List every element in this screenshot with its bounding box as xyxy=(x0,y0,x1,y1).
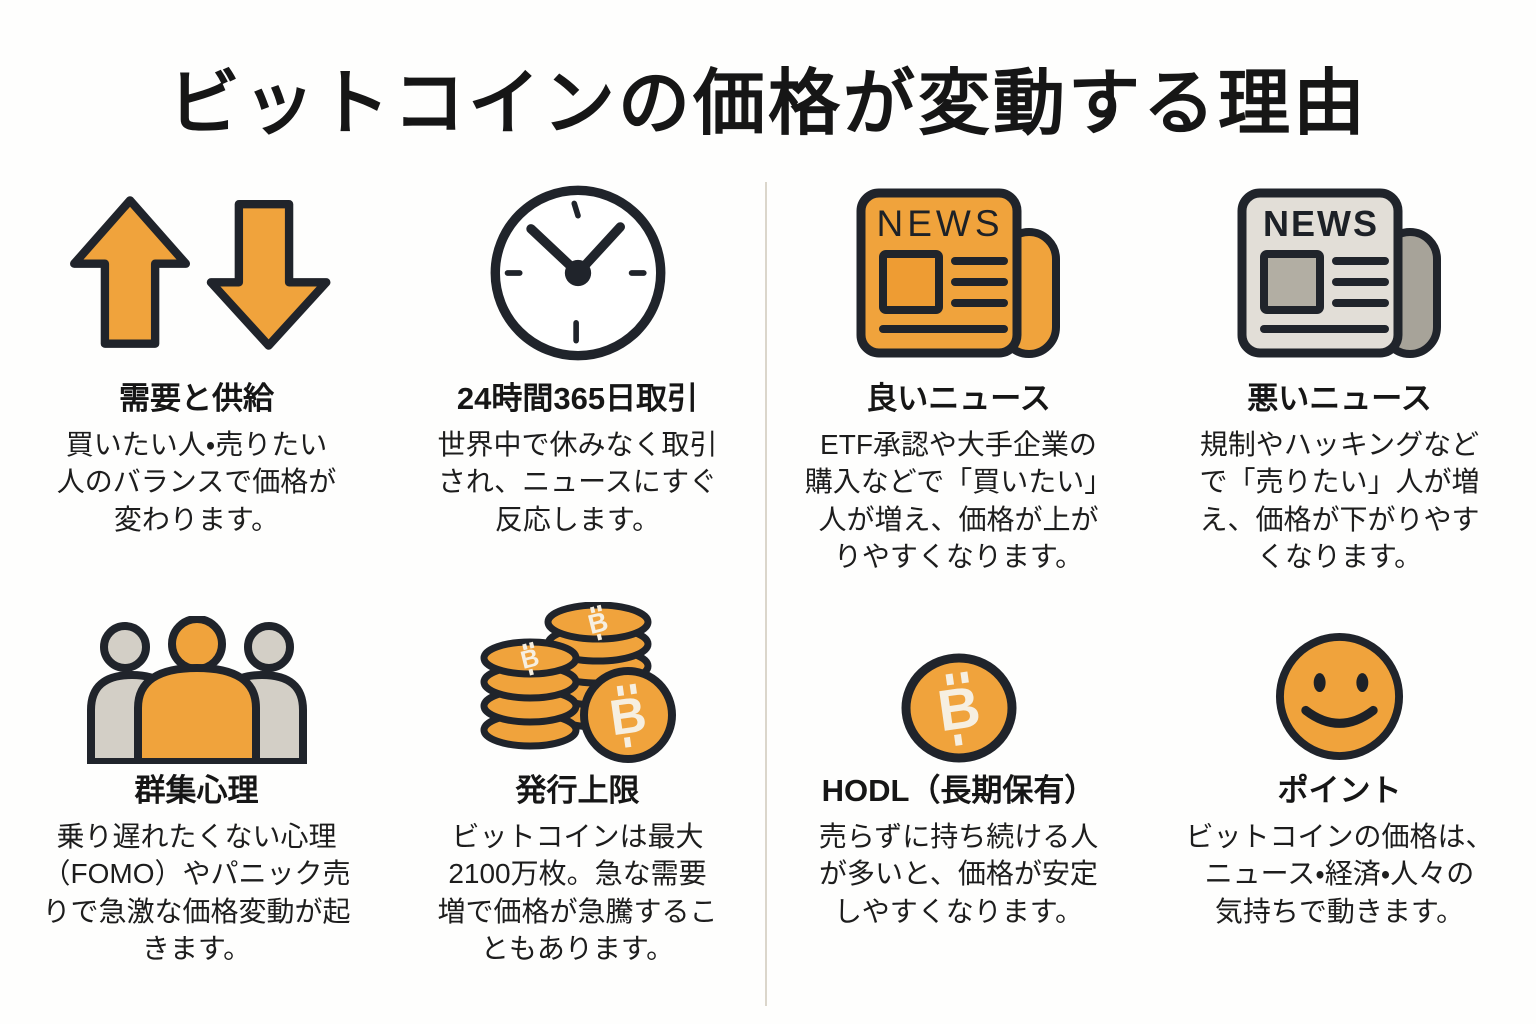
section-bad-news: NEWS 悪いニュース 規制やハッキングなど で「売りたい」人が増 え、価格が下… xyxy=(1149,178,1530,586)
bitcoin-b-glyph: B xyxy=(606,683,650,748)
section-body: ビットコインは最大 2100万枚。急な需要 増で価格が急騰するこ ともあります。 xyxy=(437,820,718,965)
section-trading-24-365: 24時間365日取引 世界中で休みなく取引 され、ニュースにすぐ 反応します。 xyxy=(387,178,768,586)
section-body: ETF承認や大手企業の 購入などで「買いたい」 人が増え、価格が上が りやすくな… xyxy=(804,428,1113,573)
section-heading: 需要と供給 xyxy=(119,381,274,416)
page-title: ビットコインの価格が変動する理由 xyxy=(167,64,1368,144)
bitcoin-coin-icon: B xyxy=(901,653,1016,763)
clock-icon xyxy=(490,185,665,361)
section-body: 買いたい人・売りたい 人のバランスで価格が 変わります。 xyxy=(56,428,337,535)
section-heading: 良いニュース xyxy=(866,381,1051,416)
up-down-arrows-icon xyxy=(69,196,330,350)
bitcoin-b-glyph: B xyxy=(933,671,984,746)
svg-text:B: B xyxy=(933,674,984,744)
section-good-news: NEWS 良いニュース ETF承認や大手企業の 購入などで「買いたい」 人が増え… xyxy=(768,178,1149,586)
section-hodl: B HODL（長期保有） 売らずに持ち続ける人 が多いと、価格が安定 しやすくな… xyxy=(768,586,1149,968)
section-herd-mentality: 群集心理 乗り遅れたくない心理 （FOMO）やパニック売 りで急激な価格変動が起… xyxy=(6,586,387,968)
icon-box: NEWS xyxy=(1237,178,1442,368)
svg-text:B: B xyxy=(606,686,650,746)
section-body: 規制やハッキングなど で「売りたい」人が増 え、価格が下がりやす くなります。 xyxy=(1199,428,1480,573)
icon-box xyxy=(57,178,337,368)
vertical-divider xyxy=(765,182,767,1006)
section-heading: 発行上限 xyxy=(515,773,640,808)
crowd-icon xyxy=(86,616,307,764)
section-body: ビットコインの価格は、 ニュース・経済・人々の 気持ちで動きます。 xyxy=(1185,820,1494,927)
section-heading: 群集心理 xyxy=(134,773,259,808)
section-body: 乗り遅れたくない心理 （FOMO）やパニック売 りで急激な価格変動が起 きます。 xyxy=(42,820,351,965)
news-label: NEWS xyxy=(1263,203,1379,244)
icon-box xyxy=(86,586,307,764)
icon-box: B B xyxy=(478,586,678,764)
smiley-face-icon xyxy=(1275,632,1403,761)
section-body: 世界中で休みなく取引 され、ニュースにすぐ 反応します。 xyxy=(437,428,718,535)
section-point: ポイント ビットコインの価格は、 ニュース・経済・人々の 気持ちで動きます。 xyxy=(1149,586,1530,968)
icon-box xyxy=(1273,586,1407,764)
section-heading: 悪いニュース xyxy=(1247,381,1432,416)
icon-box: NEWS xyxy=(856,178,1061,368)
section-supply-demand: 需要と供給 買いたい人・売りたい 人のバランスで価格が 変わります。 xyxy=(6,178,387,586)
section-body: 売らずに持ち続ける人 が多いと、価格が安定 しやすくなります。 xyxy=(818,820,1099,927)
icon-box: B xyxy=(900,586,1018,764)
section-supply-cap: B B xyxy=(387,586,768,968)
section-heading: HODL（長期保有） xyxy=(821,773,1096,808)
news-label: NEWS xyxy=(877,203,1004,244)
section-heading: 24時間365日取引 xyxy=(456,381,699,416)
sections-grid: 需要と供給 買いたい人・売りたい 人のバランスで価格が 変わります。 24時間3… xyxy=(6,178,1530,968)
section-heading: ポイント xyxy=(1277,773,1402,808)
newspaper-gray-icon: NEWS xyxy=(1237,188,1441,358)
bitcoin-coin-stack-icon: B B xyxy=(480,602,676,763)
icon-box xyxy=(484,178,672,368)
newspaper-orange-icon: NEWS xyxy=(856,188,1060,358)
